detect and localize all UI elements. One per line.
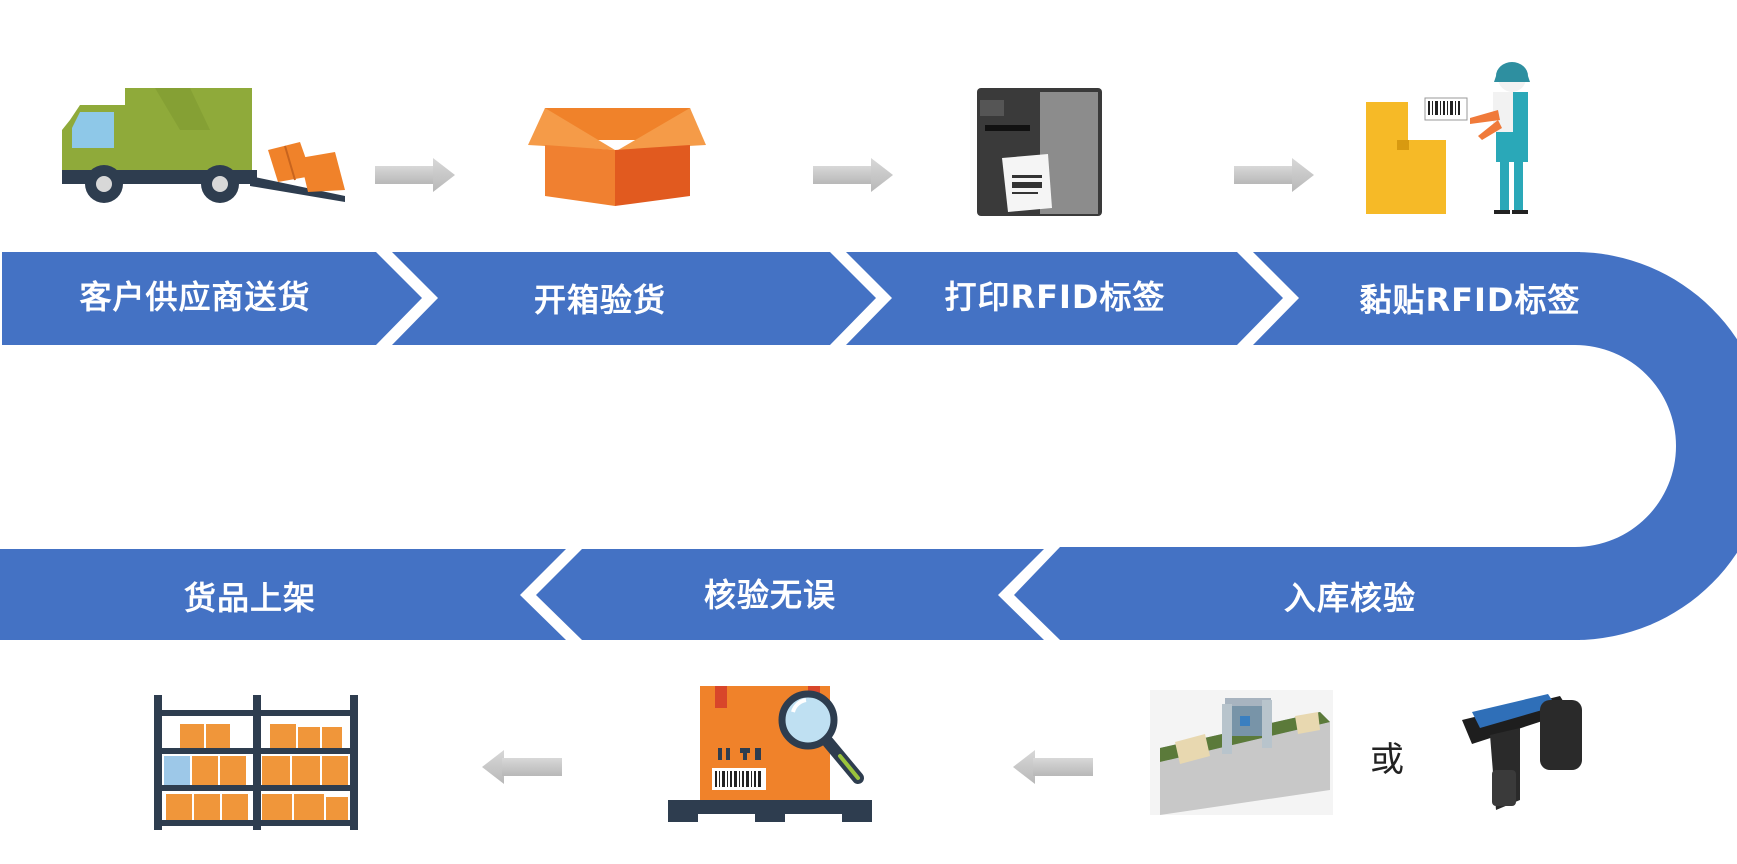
bottom-step-3-chevron xyxy=(1014,547,1580,640)
bottom-step-1-chevron xyxy=(0,549,566,640)
u-turn-band xyxy=(1430,252,1737,640)
step-label-print-rfid-tag: 打印RFID标签 xyxy=(944,278,1166,316)
worker-labeling-icon xyxy=(1366,62,1530,214)
open-box-icon xyxy=(528,108,706,206)
delivery-truck-icon xyxy=(62,88,345,203)
warehouse-shelf-icon xyxy=(154,695,358,830)
flow-arrow-icon xyxy=(813,158,893,192)
box-inspection-icon xyxy=(668,686,872,822)
rfid-tunnel-reader-icon xyxy=(1150,690,1333,815)
flow-arrow-icon xyxy=(482,750,562,784)
step-label-shelving: 货品上架 xyxy=(183,579,316,617)
top-step-2-chevron xyxy=(392,252,876,345)
label-printer-icon xyxy=(977,88,1102,216)
top-step-3-chevron xyxy=(846,252,1283,345)
flow-arrow-icon xyxy=(1013,750,1093,784)
step-label-apply-rfid-tag: 黏贴RFID标签 xyxy=(1359,281,1581,319)
top-step-4-chevron xyxy=(1253,252,1580,345)
step-label-inbound-verify: 入库核验 xyxy=(1283,579,1416,617)
step-label-unbox-inspection: 开箱验货 xyxy=(533,281,666,319)
step-label-verified-ok: 核验无误 xyxy=(703,576,836,614)
flow-arrow-icon xyxy=(1234,158,1314,192)
handheld-rfid-scanner-icon xyxy=(1462,694,1582,810)
top-step-1-chevron xyxy=(2,252,422,345)
or-separator-text: 或 xyxy=(1370,740,1404,780)
flow-arrow-icon xyxy=(375,158,455,192)
step-label-supplier-delivery: 客户供应商送货 xyxy=(79,278,311,316)
bottom-step-2-chevron xyxy=(536,549,1044,640)
